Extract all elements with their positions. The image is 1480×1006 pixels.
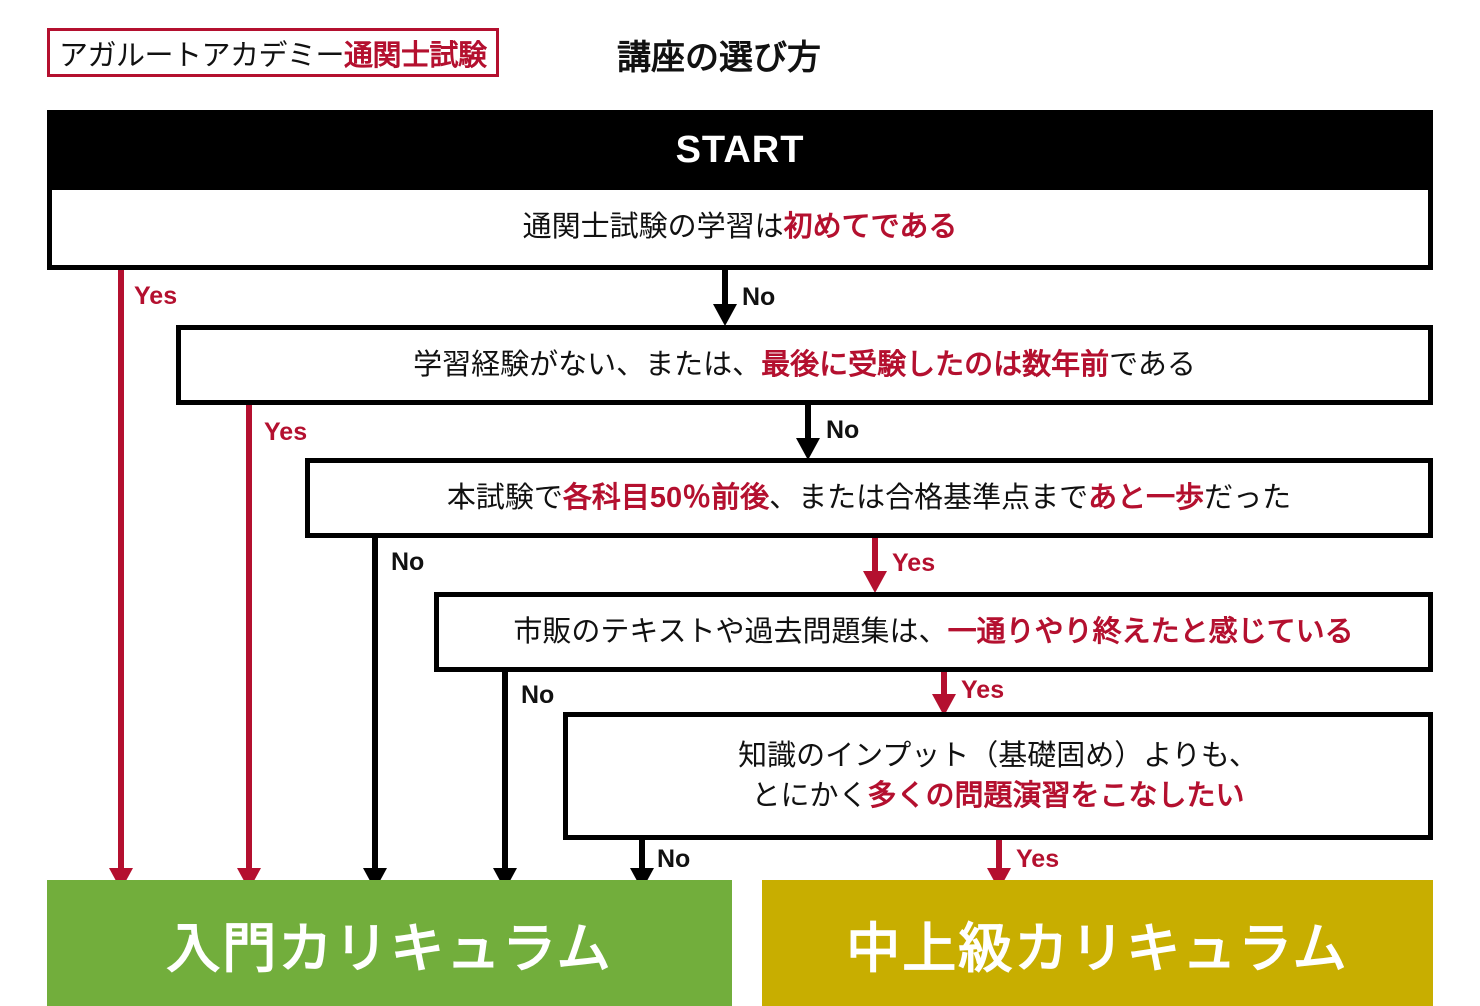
- q2-seg-2: 最後に受験したのは数年前: [761, 348, 1110, 381]
- question-3-text: 本試験で各科目50％前後、または合格基準点まであと一歩だった: [447, 478, 1291, 518]
- edge-label-q1-no: No: [742, 283, 776, 311]
- q5-line2-seg-2: 多くの問題演習をこなしたい: [867, 780, 1245, 812]
- q1-seg-1: 通関士試験の学習は: [522, 211, 784, 244]
- edge-label-q4-no: No: [521, 681, 555, 709]
- q3-seg-4: あと一歩: [1088, 481, 1205, 514]
- edge-label-q3-yes: Yes: [892, 549, 936, 577]
- brand-badge: アガルートアカデミー通関士試験: [47, 28, 499, 77]
- q3-seg-3: 、または合格基準点まで: [769, 481, 1089, 514]
- edge-label-q3-no: No: [391, 548, 425, 576]
- result-beginner-curriculum: 入門カリキュラム: [47, 880, 732, 1006]
- question-box-3: 本試験で各科目50％前後、または合格基準点まであと一歩だった: [305, 458, 1433, 538]
- edge-label-q1-yes: Yes: [134, 282, 178, 310]
- question-box-5: 知識のインプット（基礎固め）よりも、 とにかく多くの問題演習をこなしたい: [563, 712, 1433, 840]
- q4-seg-2: 一通りやり終えたと感じている: [947, 615, 1354, 648]
- start-node: START: [47, 110, 1433, 190]
- question-box-1: 通関士試験の学習は初めてである: [47, 190, 1433, 270]
- brand-name: アガルートアカデミー: [59, 39, 345, 72]
- question-box-2: 学習経験がない、または、最後に受験したのは数年前である: [176, 325, 1433, 405]
- edge-label-q2-no: No: [826, 416, 860, 444]
- q3-seg-5: だった: [1204, 481, 1292, 514]
- page-title: 講座の選び方: [617, 39, 821, 77]
- question-1-text: 通関士試験の学習は初めてである: [523, 207, 958, 247]
- question-2-text: 学習経験がない、または、最後に受験したのは数年前である: [413, 345, 1196, 385]
- q2-seg-1: 学習経験がない、または、: [413, 348, 762, 381]
- result-advanced-curriculum: 中上級カリキュラム: [762, 880, 1433, 1006]
- q3-seg-2: 各科目50％前後: [562, 481, 770, 514]
- edge-label-q2-yes: Yes: [264, 418, 308, 446]
- question-4-text: 市販のテキストや過去問題集は、一通りやり終えたと感じている: [513, 612, 1353, 652]
- q5-line1: 知識のインプット（基礎固め）よりも、: [738, 739, 1258, 772]
- q5-line2-seg-1: とにかく: [751, 780, 868, 812]
- q4-seg-1: 市販のテキストや過去問題集は、: [513, 615, 948, 648]
- question-5-text: 知識のインプット（基礎固め）よりも、 とにかく多くの問題演習をこなしたい: [738, 736, 1258, 816]
- edge-label-q5-no: No: [657, 845, 691, 873]
- page-header: アガルートアカデミー通関士試験 講座の選び方: [0, 0, 1480, 104]
- q2-seg-3: である: [1109, 348, 1196, 381]
- question-box-4: 市販のテキストや過去問題集は、一通りやり終えたと感じている: [434, 592, 1433, 672]
- q3-seg-1: 本試験で: [446, 481, 563, 514]
- exam-name: 通関士試験: [344, 39, 487, 72]
- edge-label-q5-yes: Yes: [1016, 845, 1060, 873]
- edge-label-q4-yes: Yes: [961, 676, 1005, 704]
- q1-seg-2: 初めてである: [783, 211, 958, 244]
